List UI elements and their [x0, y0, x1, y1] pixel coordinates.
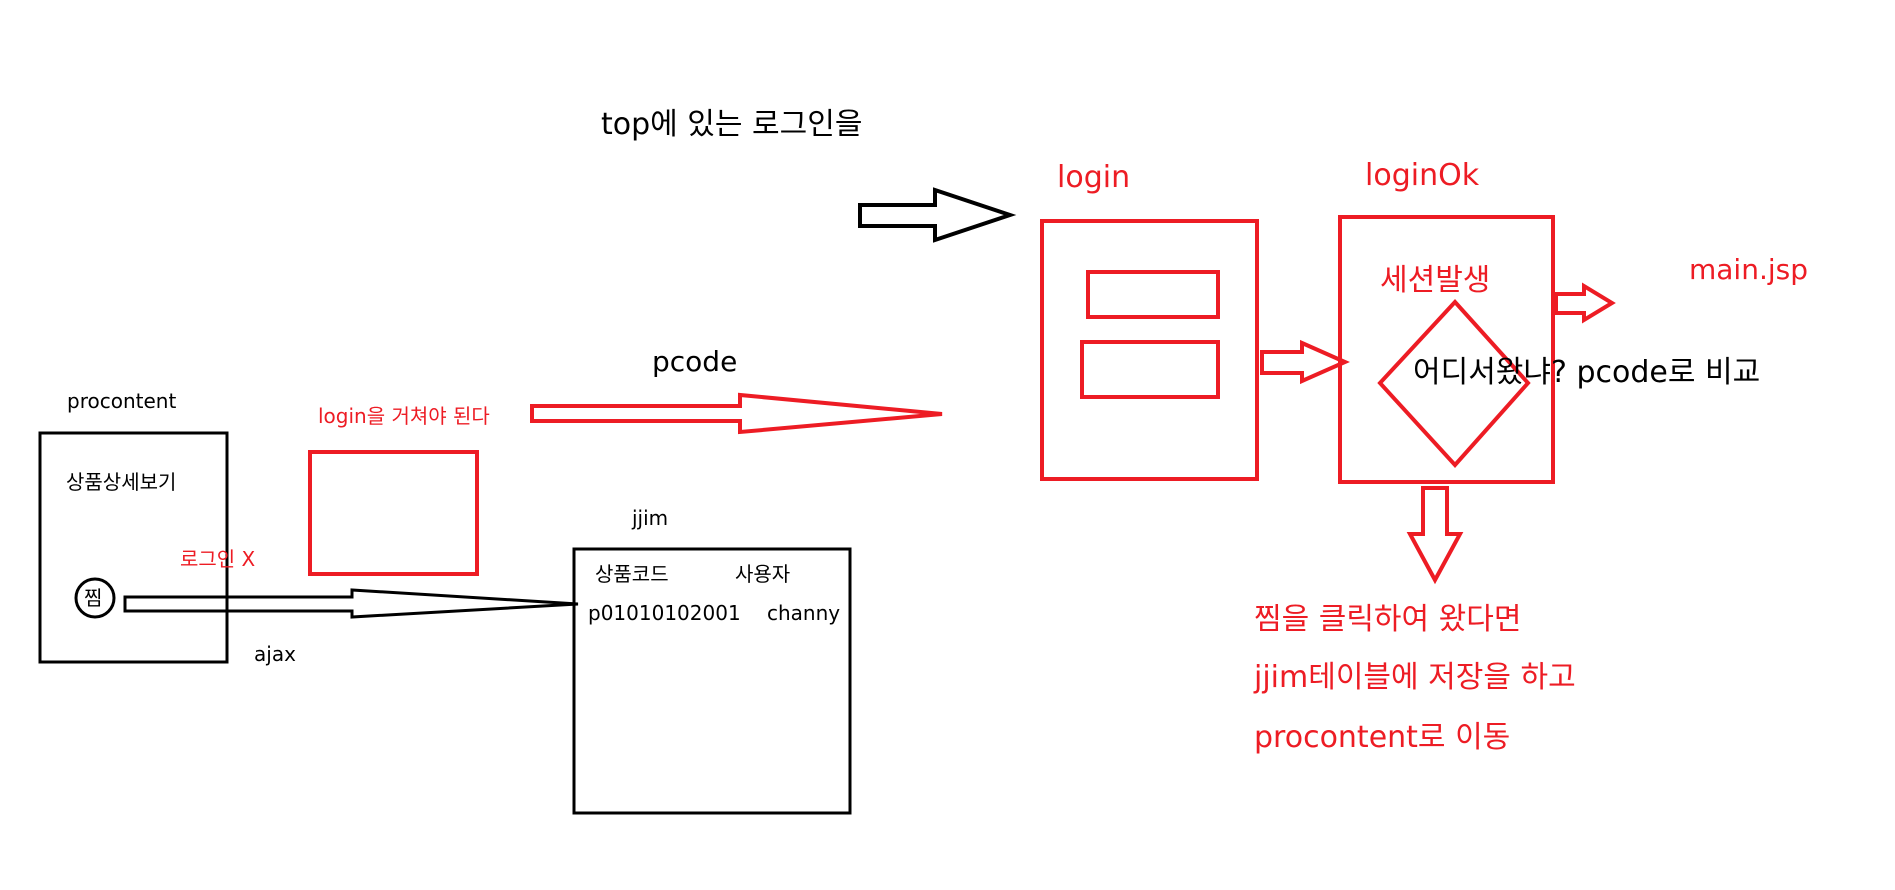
decision-diamond: [1377, 299, 1531, 468]
top-to-login-arrow: [858, 187, 1017, 243]
main-jsp-label: main.jsp: [1689, 253, 1808, 286]
login-label: login: [1057, 160, 1131, 195]
jjim-button[interactable]: 찜: [84, 586, 103, 610]
empty-login-box: [308, 450, 479, 576]
ajax-label: ajax: [254, 642, 296, 666]
loginok-box: [1338, 215, 1555, 484]
jjim-circle: [74, 577, 116, 619]
jjim-ajax-arrow: [123, 588, 579, 619]
jjim-header-code: 상품코드: [595, 562, 669, 586]
jjim-row-user: channy: [767, 601, 841, 625]
login-field-2: [1080, 340, 1220, 399]
procontent-box: [38, 431, 229, 664]
clicked-line-2: jjim테이블에 저장을 하고: [1254, 660, 1576, 695]
loginok-down-arrow: [1406, 486, 1464, 585]
procontent-label: procontent: [67, 389, 177, 413]
loginok-label: loginOk: [1365, 158, 1480, 193]
not-logged-in-label: 로그인 X: [180, 547, 256, 571]
clicked-line-3: procontent로 이동: [1254, 720, 1511, 755]
jjim-row-code: p01010102001: [588, 601, 741, 625]
top-login-label: top에 있는 로그인을: [601, 107, 863, 142]
session-label: 세션발생: [1380, 263, 1491, 298]
must-login-label: login을 거쳐야 된다: [318, 404, 490, 428]
jjim-table-box: [572, 547, 852, 815]
login-to-loginok-arrow: [1260, 339, 1350, 385]
pcode-arrow: [530, 392, 943, 435]
login-box: [1040, 219, 1259, 481]
login-field-1: [1086, 270, 1220, 319]
jjim-table-title: jjim: [632, 506, 669, 530]
pcode-label: pcode: [652, 345, 738, 378]
clicked-line-1: 찜을 클릭하여 왔다면: [1254, 602, 1522, 637]
loginok-to-main-arrow: [1554, 282, 1616, 324]
where-from-label: 어디서왔냐? pcode로 비교: [1413, 355, 1761, 390]
jjim-header-user: 사용자: [735, 562, 791, 586]
product-detail-label: 상품상세보기: [66, 470, 177, 494]
